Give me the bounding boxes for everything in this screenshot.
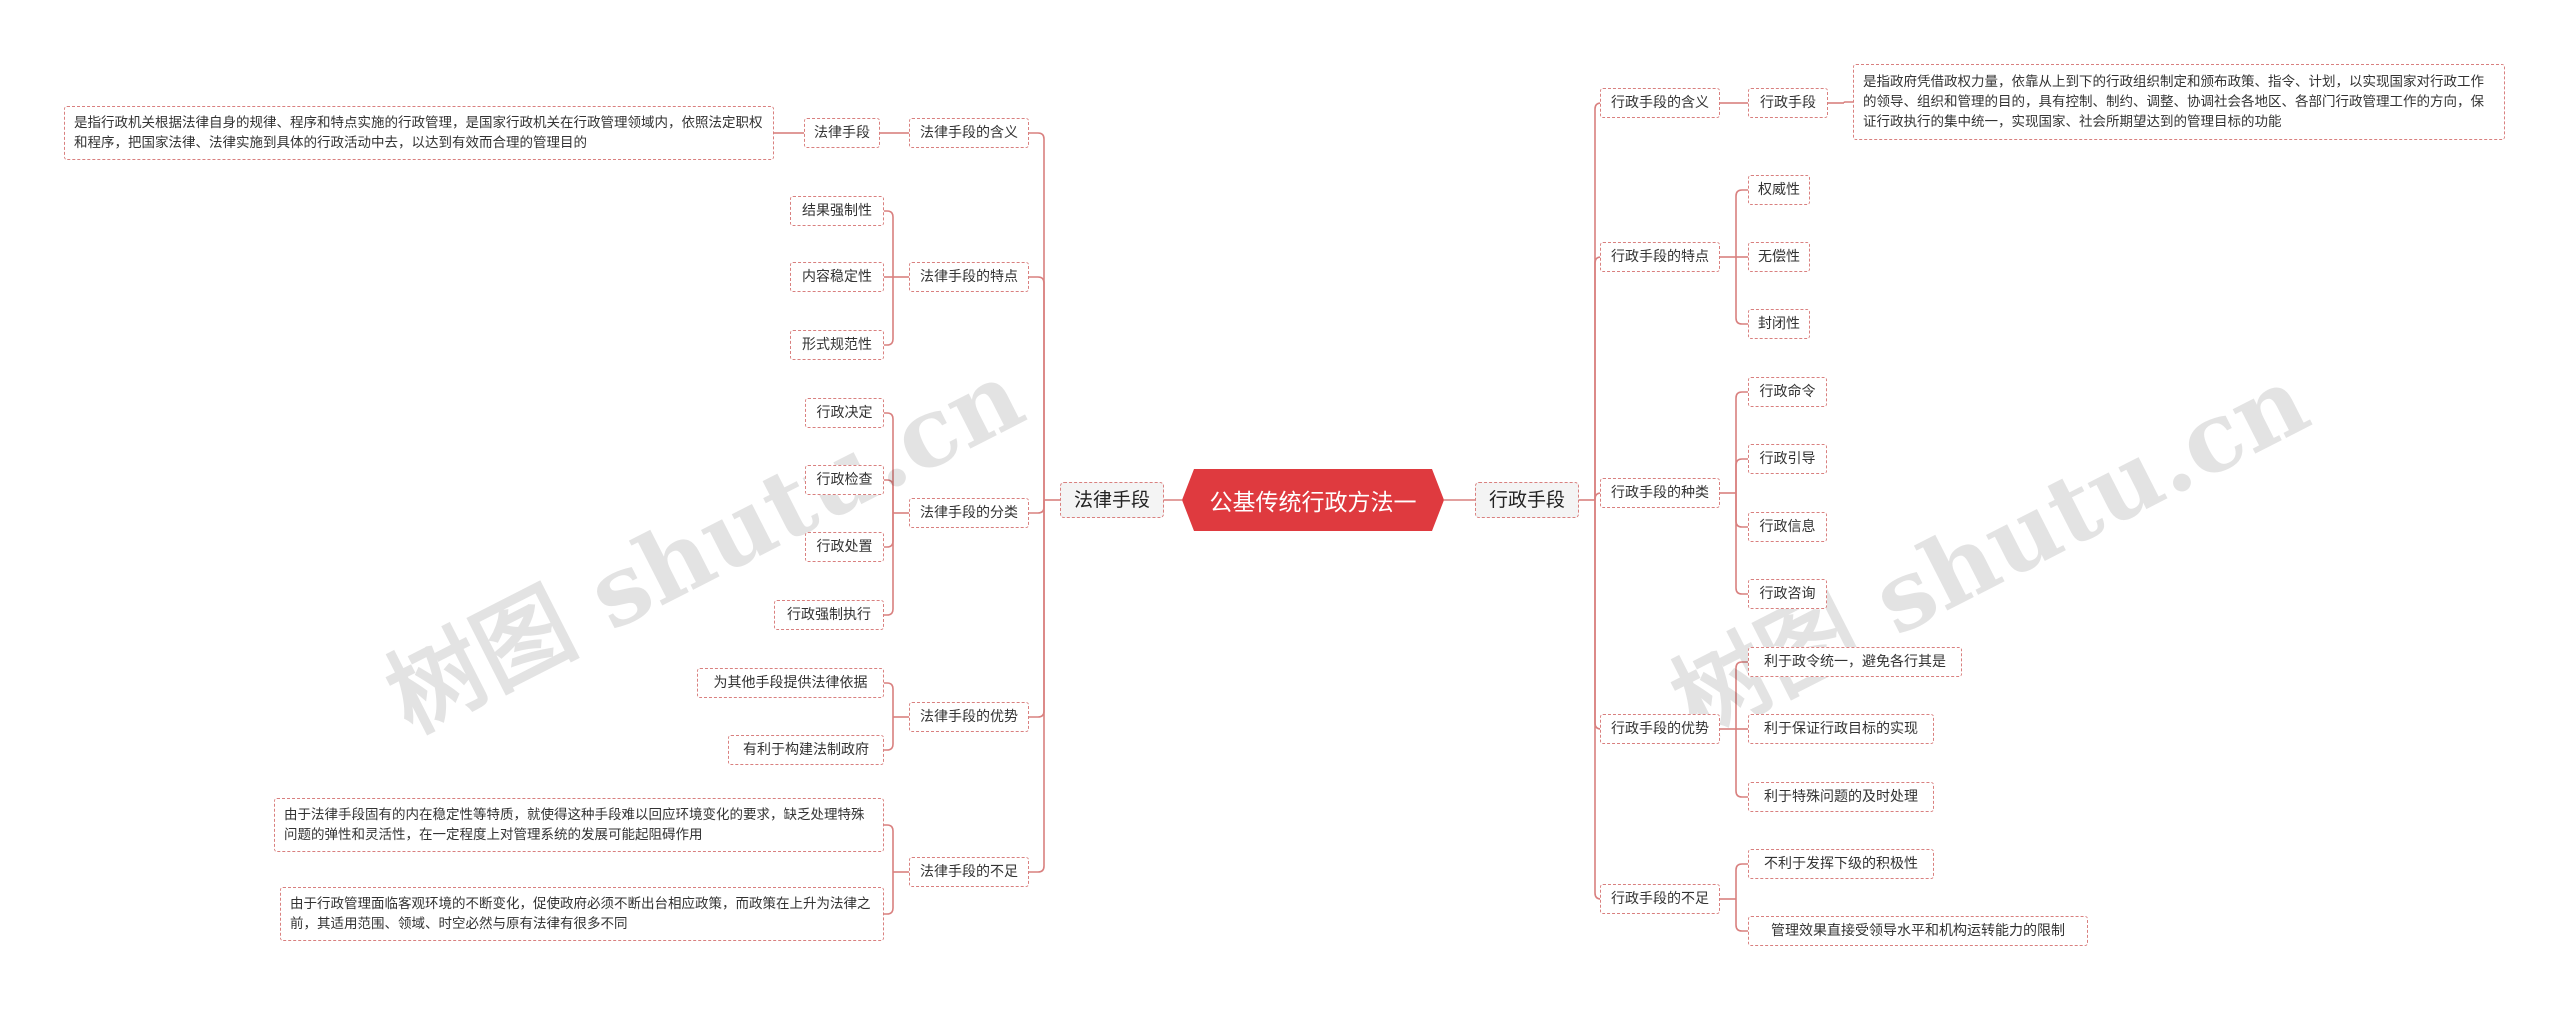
branch-admin-means[interactable]: 行政手段	[1475, 482, 1579, 518]
admin-types-link-3	[1735, 493, 1748, 595]
legal-features-link-0	[884, 210, 894, 277]
adv-unified-orders[interactable]: 利于政令统一，避免各行其是	[1748, 647, 1962, 677]
legal-branch-link-2	[1029, 500, 1045, 514]
legal-class-link-1	[884, 479, 894, 513]
legal-classification-node[interactable]: 法律手段的分类	[909, 498, 1029, 528]
short-leadership-limit[interactable]: 管理效果直接受领导水平和机构运转能力的限制	[1748, 916, 2088, 946]
legal-features-node[interactable]: 法律手段的特点	[909, 262, 1029, 292]
admin-features-link-0	[1735, 189, 1748, 257]
legal-short-link-0	[884, 824, 894, 872]
admin-types-link-1	[1735, 458, 1748, 493]
legal-advantages-node[interactable]: 法律手段的优势	[909, 702, 1029, 732]
legal-adv-link-1	[884, 717, 894, 751]
adv-goal-realization[interactable]: 利于保证行政目标的实现	[1748, 714, 1934, 744]
type-admin-guidance[interactable]: 行政引导	[1748, 444, 1827, 474]
adv-legal-basis[interactable]: 为其他手段提供法律依据	[697, 668, 884, 698]
legal-features-link-2	[884, 277, 894, 346]
admin-types-link-0	[1735, 391, 1748, 493]
feature-form-standard[interactable]: 形式规范性	[790, 330, 884, 360]
admin-meaning-desc-link-0	[1843, 101, 1853, 104]
admin-adv-link-0	[1735, 661, 1748, 729]
admin-meaning-description: 是指政府凭借政权力量，依靠从上到下的行政组织制定和颁布政策、指令、计划，以实现国…	[1853, 64, 2505, 140]
feature-closed[interactable]: 封闭性	[1748, 309, 1810, 339]
legal-shortcomings-node[interactable]: 法律手段的不足	[909, 857, 1029, 887]
legal-means-term[interactable]: 法律手段	[804, 118, 880, 148]
branch-legal-means[interactable]: 法律手段	[1060, 482, 1164, 518]
admin-shortcomings-node[interactable]: 行政手段的不足	[1600, 884, 1720, 914]
legal-class-link-2	[884, 513, 894, 548]
feature-gratuitous[interactable]: 无偿性	[1748, 242, 1810, 272]
class-admin-disposal[interactable]: 行政处置	[805, 532, 884, 562]
legal-short-link-1	[884, 872, 894, 915]
legal-meaning-description: 是指行政机关根据法律自身的规律、程序和特点实施的行政管理，是国家行政机关在行政管…	[64, 106, 774, 160]
legal-branch-link-4	[1029, 500, 1045, 873]
legal-class-link-3	[884, 513, 894, 616]
class-admin-enforcement[interactable]: 行政强制执行	[774, 600, 884, 630]
legal-class-link-0	[884, 412, 894, 513]
admin-adv-link-2	[1735, 729, 1748, 798]
admin-branch-link-3	[1594, 500, 1602, 730]
admin-branch-link-4	[1594, 500, 1602, 900]
adv-timely-handling[interactable]: 利于特殊问题的及时处理	[1748, 782, 1934, 812]
admin-branch-link-1	[1594, 256, 1602, 500]
legal-branch-link-3	[1029, 500, 1045, 718]
admin-branch-link-0	[1594, 102, 1602, 500]
class-admin-inspection[interactable]: 行政检查	[805, 465, 884, 495]
legal-adv-link-0	[884, 682, 894, 717]
legal-branch-link-0	[1029, 132, 1045, 500]
admin-features-node[interactable]: 行政手段的特点	[1600, 242, 1720, 272]
root-node[interactable]: 公基传统行政方法一	[1182, 469, 1444, 531]
shortcoming-rigidity: 由于法律手段固有的内在稳定性等特质，就使得这种手段难以回应环境变化的要求，缺乏处…	[274, 798, 884, 852]
type-admin-consulting[interactable]: 行政咨询	[1748, 579, 1827, 609]
admin-means-term[interactable]: 行政手段	[1748, 88, 1828, 118]
class-admin-decision[interactable]: 行政决定	[805, 398, 884, 428]
admin-short-link-0	[1735, 863, 1748, 899]
type-admin-information[interactable]: 行政信息	[1748, 512, 1827, 542]
short-subordinate-initiative[interactable]: 不利于发挥下级的积极性	[1748, 849, 1934, 879]
legal-meaning-node[interactable]: 法律手段的含义	[909, 118, 1029, 148]
feature-content-stability[interactable]: 内容稳定性	[790, 262, 884, 292]
type-admin-order[interactable]: 行政命令	[1748, 377, 1827, 407]
shortcoming-policy-gap: 由于行政管理面临客观环境的不断变化，促使政府必须不断出台相应政策，而政策在上升为…	[280, 887, 884, 941]
admin-meaning-node[interactable]: 行政手段的含义	[1600, 88, 1720, 118]
feature-result-enforcement[interactable]: 结果强制性	[790, 196, 884, 226]
legal-branch-link-1	[1029, 276, 1045, 500]
feature-authority[interactable]: 权威性	[1748, 175, 1810, 205]
admin-types-node[interactable]: 行政手段的种类	[1600, 478, 1720, 508]
admin-features-link-2	[1735, 257, 1748, 325]
admin-advantages-node[interactable]: 行政手段的优势	[1600, 714, 1720, 744]
admin-types-link-2	[1735, 493, 1748, 528]
admin-short-link-1	[1735, 899, 1748, 932]
adv-rule-of-law-gov[interactable]: 有利于构建法制政府	[728, 735, 884, 765]
